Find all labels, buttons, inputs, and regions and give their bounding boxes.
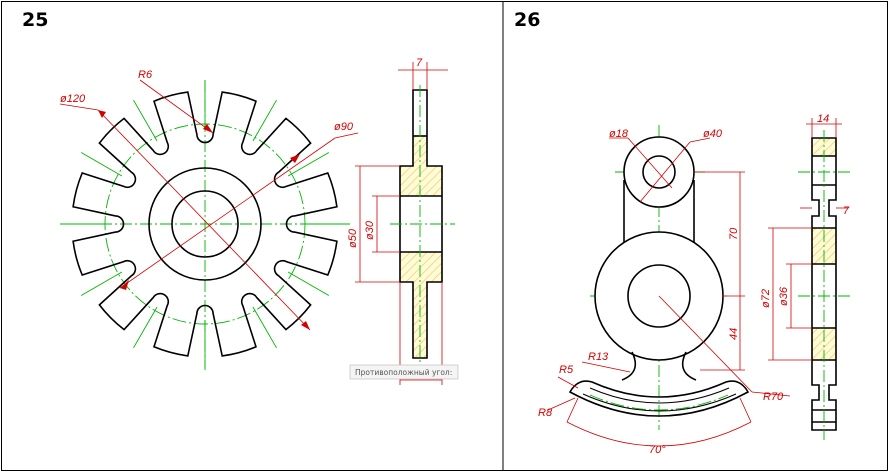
dim-bore-diameter: ø30: [364, 220, 376, 240]
panel-number: 25: [22, 9, 48, 31]
slot-centerline: [287, 152, 330, 177]
dim-lower-distance: 44: [728, 328, 740, 340]
slot-centerline: [252, 99, 277, 142]
dim-large-boss: ø72: [760, 289, 772, 308]
hub-circle: [148, 167, 262, 281]
panel-number: 26: [514, 9, 540, 31]
dim-small-boss: ø40: [703, 128, 723, 140]
dim-width: 7: [416, 57, 423, 69]
tooltip-text: Противоположный угол:: [355, 368, 452, 377]
dim-end-radius: R5: [559, 364, 574, 376]
slot-centerline: [80, 271, 123, 296]
dim-fillet: R13: [588, 351, 609, 363]
slot-centerlines: [62, 81, 348, 367]
dim-hub-diameter: ø50: [347, 228, 359, 248]
lever-dimension-lines: [547, 137, 791, 447]
slot-centerline: [133, 99, 158, 142]
lever-side-view: [768, 118, 850, 440]
dim-outer-diameter: ø120: [60, 93, 86, 105]
dim-middle-diameter: ø90: [334, 121, 354, 133]
dim-arc-width: R8: [538, 407, 553, 419]
dim-slot-radius: R6: [138, 69, 153, 81]
dim-web: 7: [843, 205, 850, 217]
dim-thickness: 14: [817, 113, 829, 125]
gear-dimension-lines: [59, 79, 359, 331]
tooltip: Противоположный угол:: [349, 364, 459, 380]
dim-center-distance: 70: [728, 227, 740, 240]
slot-centerline: [133, 306, 158, 349]
bore-circle: [171, 190, 239, 258]
dim-arc-angle: 70°: [649, 444, 666, 456]
dim-large-hole: ø36: [778, 286, 790, 306]
slot-centerline: [287, 271, 330, 296]
dim-arc-radius: R70: [763, 391, 784, 403]
panel-25: 25 ø120 R6 ø90: [22, 9, 459, 385]
panel-26: 26: [514, 9, 850, 456]
slot-centerline: [252, 306, 277, 349]
dim-small-hole: ø18: [609, 128, 629, 140]
gear-outline: [72, 91, 338, 357]
slot-centerline: [80, 152, 123, 177]
